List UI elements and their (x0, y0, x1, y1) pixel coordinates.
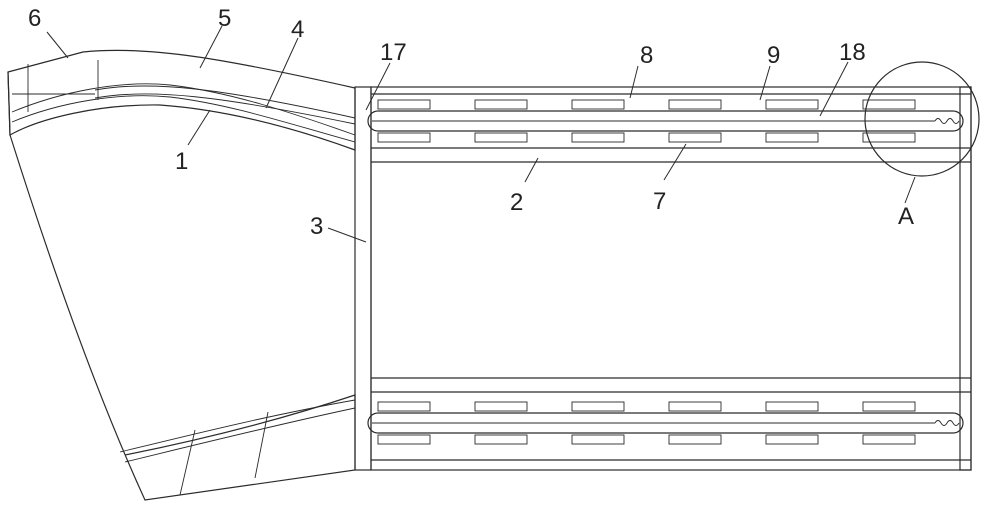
bottom-tube-assembly (367, 401, 964, 445)
label-17: 17 (380, 39, 407, 66)
label-2: 2 (510, 189, 523, 216)
curved-housing (7, 49, 356, 501)
top-block-row-lower (377, 132, 916, 143)
bottom-block-row-upper (377, 401, 916, 412)
top-block-row-upper (377, 99, 916, 110)
frame (354, 86, 972, 471)
label-18: 18 (839, 39, 866, 66)
label-8: 8 (640, 42, 653, 69)
label-7: 7 (653, 188, 666, 215)
label-4: 4 (291, 16, 304, 43)
label-a: A (898, 203, 914, 230)
top-spring (934, 118, 960, 124)
leader-lines (46, 25, 916, 243)
label-9: 9 (767, 42, 780, 69)
top-tube-assembly (367, 99, 964, 143)
bottom-block-row-lower (377, 434, 916, 445)
bottom-spring (934, 420, 960, 426)
label-6: 6 (28, 5, 41, 32)
label-1: 1 (175, 148, 188, 175)
label-5: 5 (218, 5, 231, 32)
label-3: 3 (310, 213, 323, 240)
detail-circle-a (864, 61, 980, 177)
